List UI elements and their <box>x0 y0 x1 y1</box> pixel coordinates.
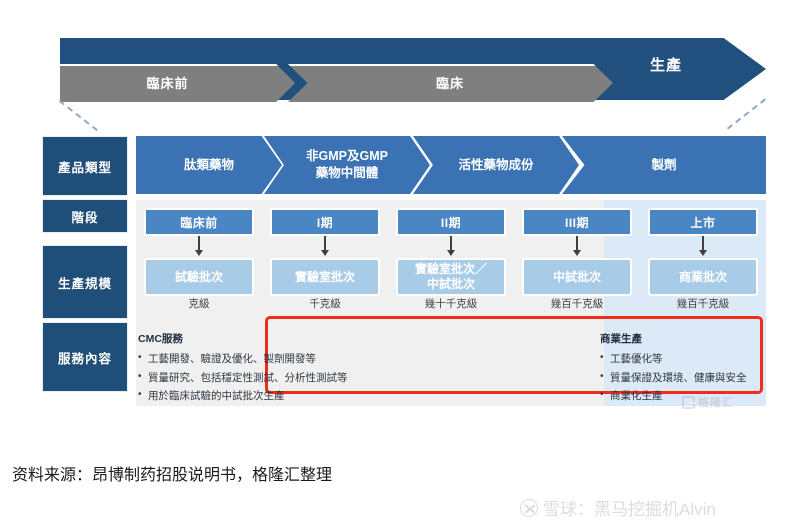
stage-box[interactable]: I期 <box>270 208 380 236</box>
product-type-label: 非GMP及GMP <box>306 149 388 164</box>
connector-right <box>726 98 766 130</box>
stage-box[interactable]: II期 <box>396 208 506 236</box>
clinical-arrow <box>288 64 613 102</box>
phase-arrows: 臨床前 臨床 <box>60 64 613 102</box>
stage-box[interactable]: III期 <box>522 208 632 236</box>
sidebar-item-service-content[interactable]: 服務內容 <box>42 322 128 392</box>
scale-label: 實驗室批次／ <box>414 262 487 276</box>
stage-box[interactable]: 上市 <box>648 208 758 236</box>
stage-label: I期 <box>316 215 334 230</box>
gelonghui-watermark: 格隆汇 <box>682 394 734 410</box>
matrix-column: III期 中試批次 幾百千克級 <box>514 200 640 406</box>
product-type-chevron[interactable]: 活性藥物成份 <box>413 136 579 194</box>
scale-box[interactable]: 實驗室批次／ 中試批次 <box>396 258 506 296</box>
stage-label: III期 <box>564 215 589 230</box>
product-type-label: 肽類藥物 <box>183 157 234 172</box>
preclinical-arrow <box>60 64 295 102</box>
service-title: CMC服務 <box>138 333 183 345</box>
service-item: 商業化生產 <box>600 386 776 405</box>
production-arrow-label: 生產 <box>649 57 682 74</box>
gelonghui-watermark-text: 格隆汇 <box>698 397 734 409</box>
product-type-row: 肽類藥物 非GMP及GMP 藥物中間體 活性藥物成份 製劑 <box>136 136 766 194</box>
xueqiu-watermark: 雪球：黑马挖掘机Alvin <box>520 495 716 520</box>
scale-unit: 幾百千克級 <box>550 298 604 310</box>
scale-label-line2: 中試批次 <box>426 277 475 291</box>
matrix-column: 上市 商業批次 幾百千克級 <box>640 200 766 406</box>
sidebar-item-label: 生產規模 <box>57 276 112 291</box>
stage-label: 上市 <box>690 215 716 230</box>
service-item: 質量研究、包括穩定性測試、分析性測試等 <box>138 368 468 387</box>
stage-box[interactable]: 臨床前 <box>144 208 254 236</box>
matrix-table: 肽類藥物 非GMP及GMP 藥物中間體 活性藥物成份 製劑 <box>136 136 766 406</box>
scale-box[interactable]: 實驗室批次 <box>270 258 380 296</box>
service-item: 質量保證及環境、健康與安全 <box>600 368 776 387</box>
xueqiu-logo-icon <box>520 498 538 517</box>
scale-label: 實驗室批次 <box>294 269 355 284</box>
service-list: 工藝開發、驗證及優化、製劑開發等 質量研究、包括穩定性測試、分析性測試等 用於臨… <box>138 349 468 405</box>
down-arrow-icon <box>195 236 203 256</box>
service-item: 工藝開發、驗證及優化、製劑開發等 <box>138 349 468 368</box>
service-list: 工藝優化等 質量保證及環境、健康與安全 商業化生產 <box>600 349 776 405</box>
sidebar-item-label: 服務內容 <box>57 351 112 366</box>
matrix-column: II期 實驗室批次／ 中試批次 幾十千克級 <box>388 200 514 406</box>
scale-unit: 千克級 <box>309 298 341 310</box>
service-item: 工藝優化等 <box>600 349 776 368</box>
service-title: 商業生產 <box>600 333 642 345</box>
scale-unit: 幾十千克級 <box>424 298 478 310</box>
down-arrow-icon <box>573 236 581 256</box>
matrix-column: I期 實驗室批次 千克級 <box>262 200 388 406</box>
product-type-chevron[interactable]: 肽類藥物 <box>136 136 282 194</box>
matrix-column: 臨床前 試驗批次 克級 <box>136 200 262 406</box>
product-type-chevron[interactable]: 製劑 <box>562 136 766 194</box>
connector-left <box>58 100 98 132</box>
source-note: 资料来源：昂博制药招股说明书，格隆汇整理 <box>12 467 333 484</box>
gelonghui-logo-icon <box>682 395 695 409</box>
sidebar-item-production-scale[interactable]: 生產規模 <box>42 245 128 319</box>
product-type-label-line2: 藥物中間體 <box>315 166 379 180</box>
sidebar-item-product-type[interactable]: 產品類型 <box>42 136 128 196</box>
scale-label: 商業批次 <box>678 269 727 284</box>
stage-label: II期 <box>440 215 462 230</box>
scale-box[interactable]: 商業批次 <box>648 258 758 296</box>
service-item: 用於臨床試驗的中試批次生產 <box>138 386 468 405</box>
scale-label: 試驗批次 <box>174 269 223 284</box>
service-block-cmc: CMC服務 工藝開發、驗證及優化、製劑開發等 質量研究、包括穩定性測試、分析性測… <box>138 330 468 406</box>
preclinical-arrow-label: 臨床前 <box>146 76 189 91</box>
sidebar-item-label: 階段 <box>71 210 99 225</box>
sidebar-item-stage[interactable]: 階段 <box>42 199 128 233</box>
scale-unit: 克級 <box>188 298 210 310</box>
down-arrow-icon <box>321 236 329 256</box>
process-banner: 生產 臨床前 臨床 <box>60 38 766 102</box>
product-type-label: 製劑 <box>651 157 677 172</box>
down-arrow-icon <box>699 236 707 256</box>
down-arrow-icon <box>447 236 455 256</box>
xueqiu-watermark-text: 雪球：黑马挖掘机Alvin <box>543 500 716 519</box>
scale-box[interactable]: 試驗批次 <box>144 258 254 296</box>
scale-unit: 幾百千克級 <box>676 298 730 310</box>
product-type-label: 活性藥物成份 <box>458 157 534 172</box>
service-block-commercial: 商業生產 工藝優化等 質量保證及環境、健康與安全 商業化生產 <box>600 330 776 406</box>
stage-label: 臨床前 <box>180 215 218 230</box>
product-type-chevron[interactable]: 非GMP及GMP 藥物中間體 <box>264 136 430 194</box>
sidebar-item-label: 產品類型 <box>57 160 112 175</box>
scale-box[interactable]: 中試批次 <box>522 258 632 296</box>
stage-scale-grid: 臨床前 試驗批次 克級 I期 實驗室批次 <box>136 200 766 406</box>
scale-label: 中試批次 <box>552 269 601 284</box>
clinical-arrow-label: 臨床 <box>435 76 464 91</box>
